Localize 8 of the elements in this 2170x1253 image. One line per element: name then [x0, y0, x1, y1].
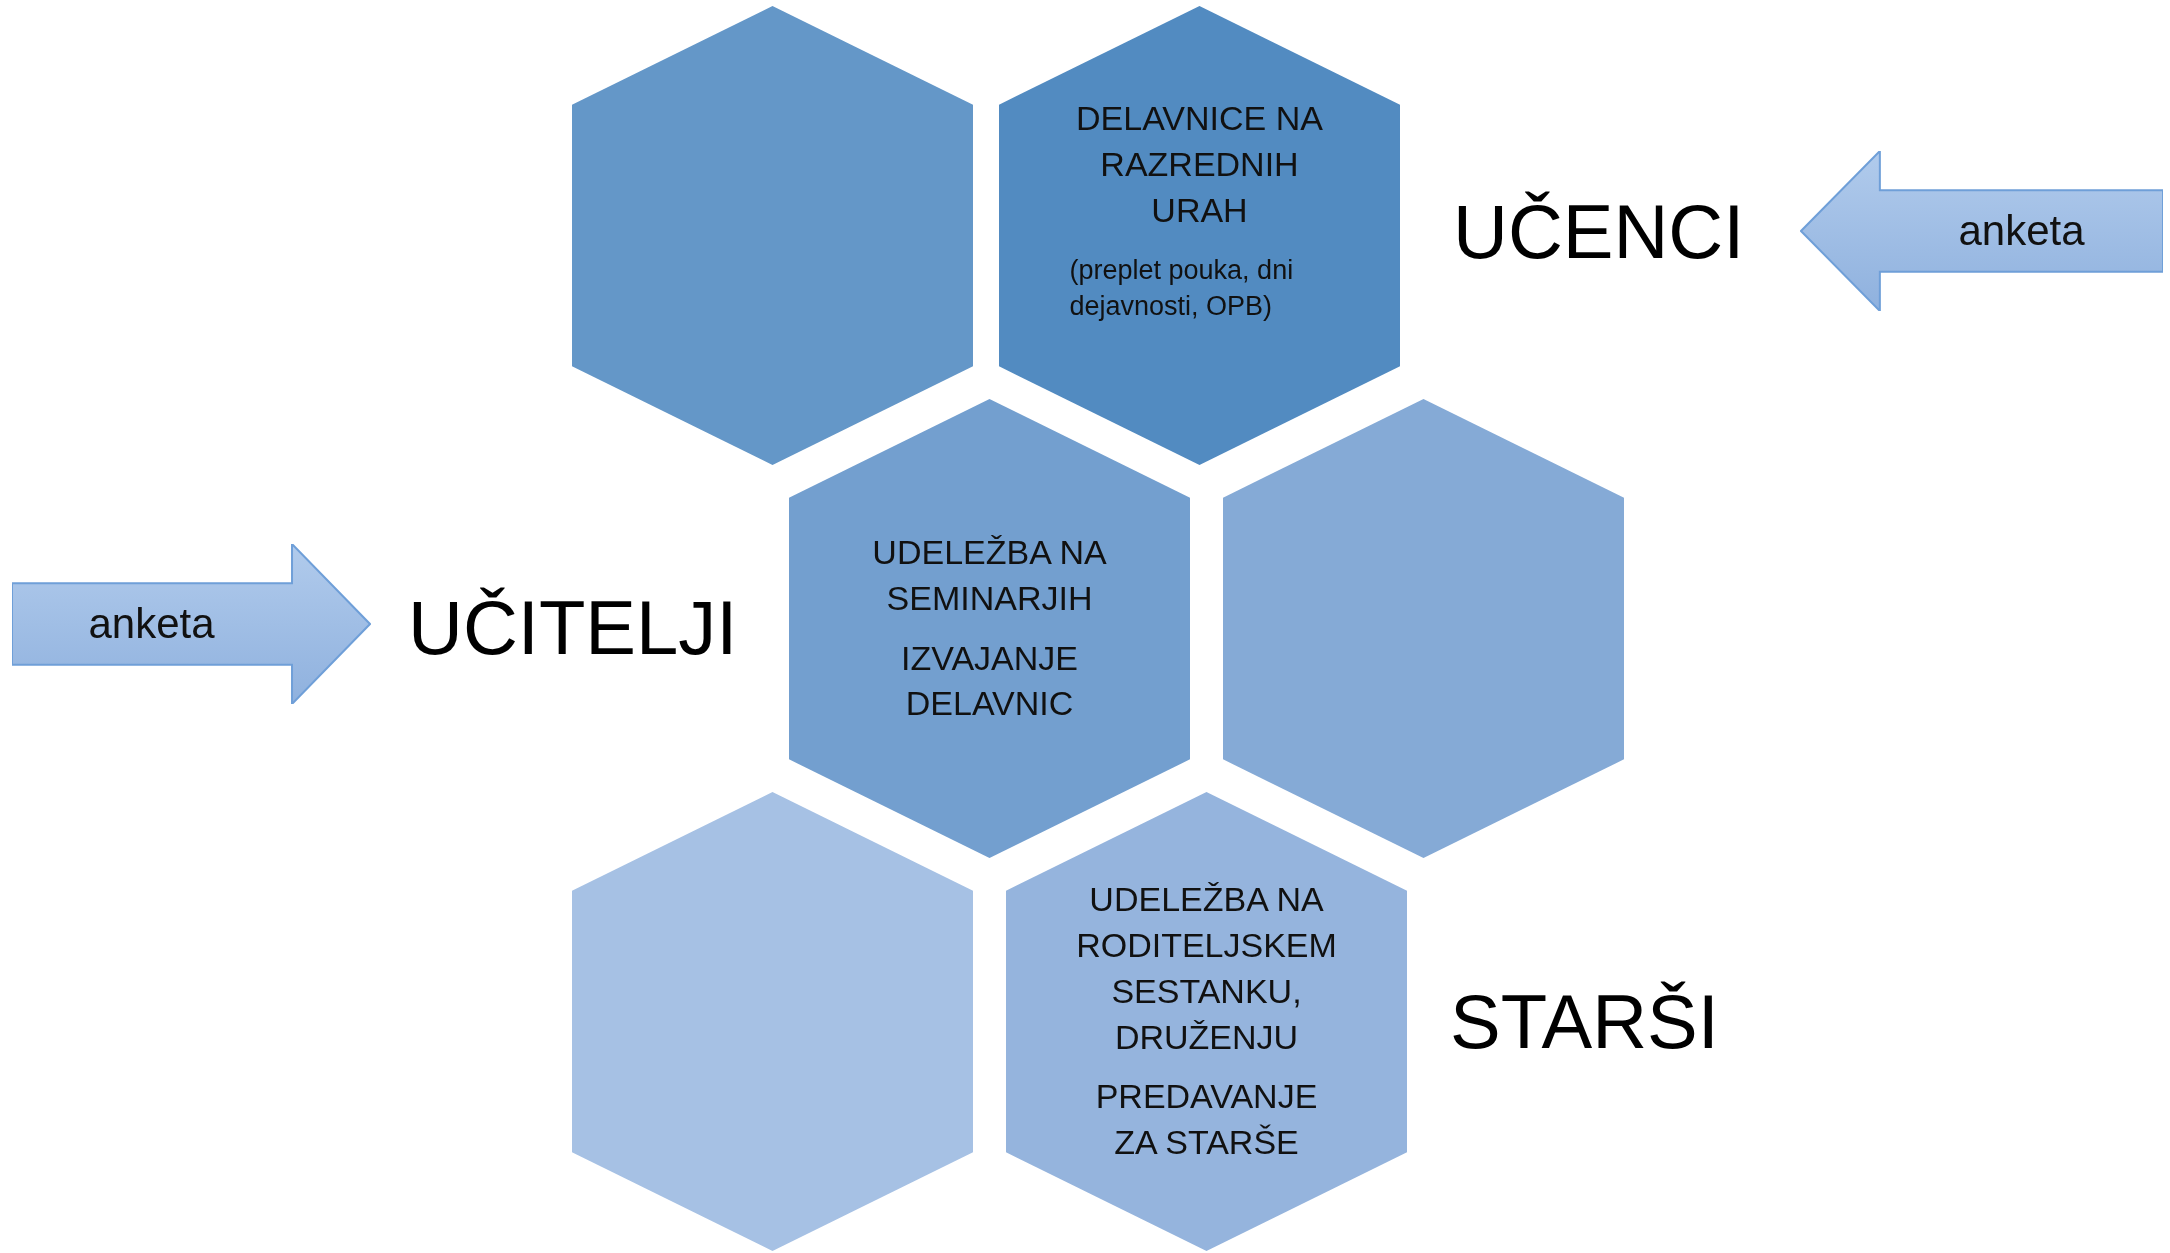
arrow-label: anketa: [1958, 207, 2085, 255]
tile-heading: UDELEŽBA NA SEMINARJIH: [871, 531, 1108, 619]
tile-heading: IZVAJANJE DELAVNIC: [900, 637, 1079, 725]
tile-note: (preplet pouka, dni dejavnosti, OPB): [1069, 253, 1295, 324]
tile-heading: DELAVNICE NA RAZREDNIH URAH: [1075, 98, 1324, 231]
tile-heading: UDELEŽBA NA RODITELJSKEM SESTANKU, DRUŽENJU: [1075, 878, 1338, 1058]
tile-heading: PREDAVANJE ZA STARŠE: [1094, 1076, 1319, 1164]
arrow-label: anketa: [88, 600, 215, 648]
